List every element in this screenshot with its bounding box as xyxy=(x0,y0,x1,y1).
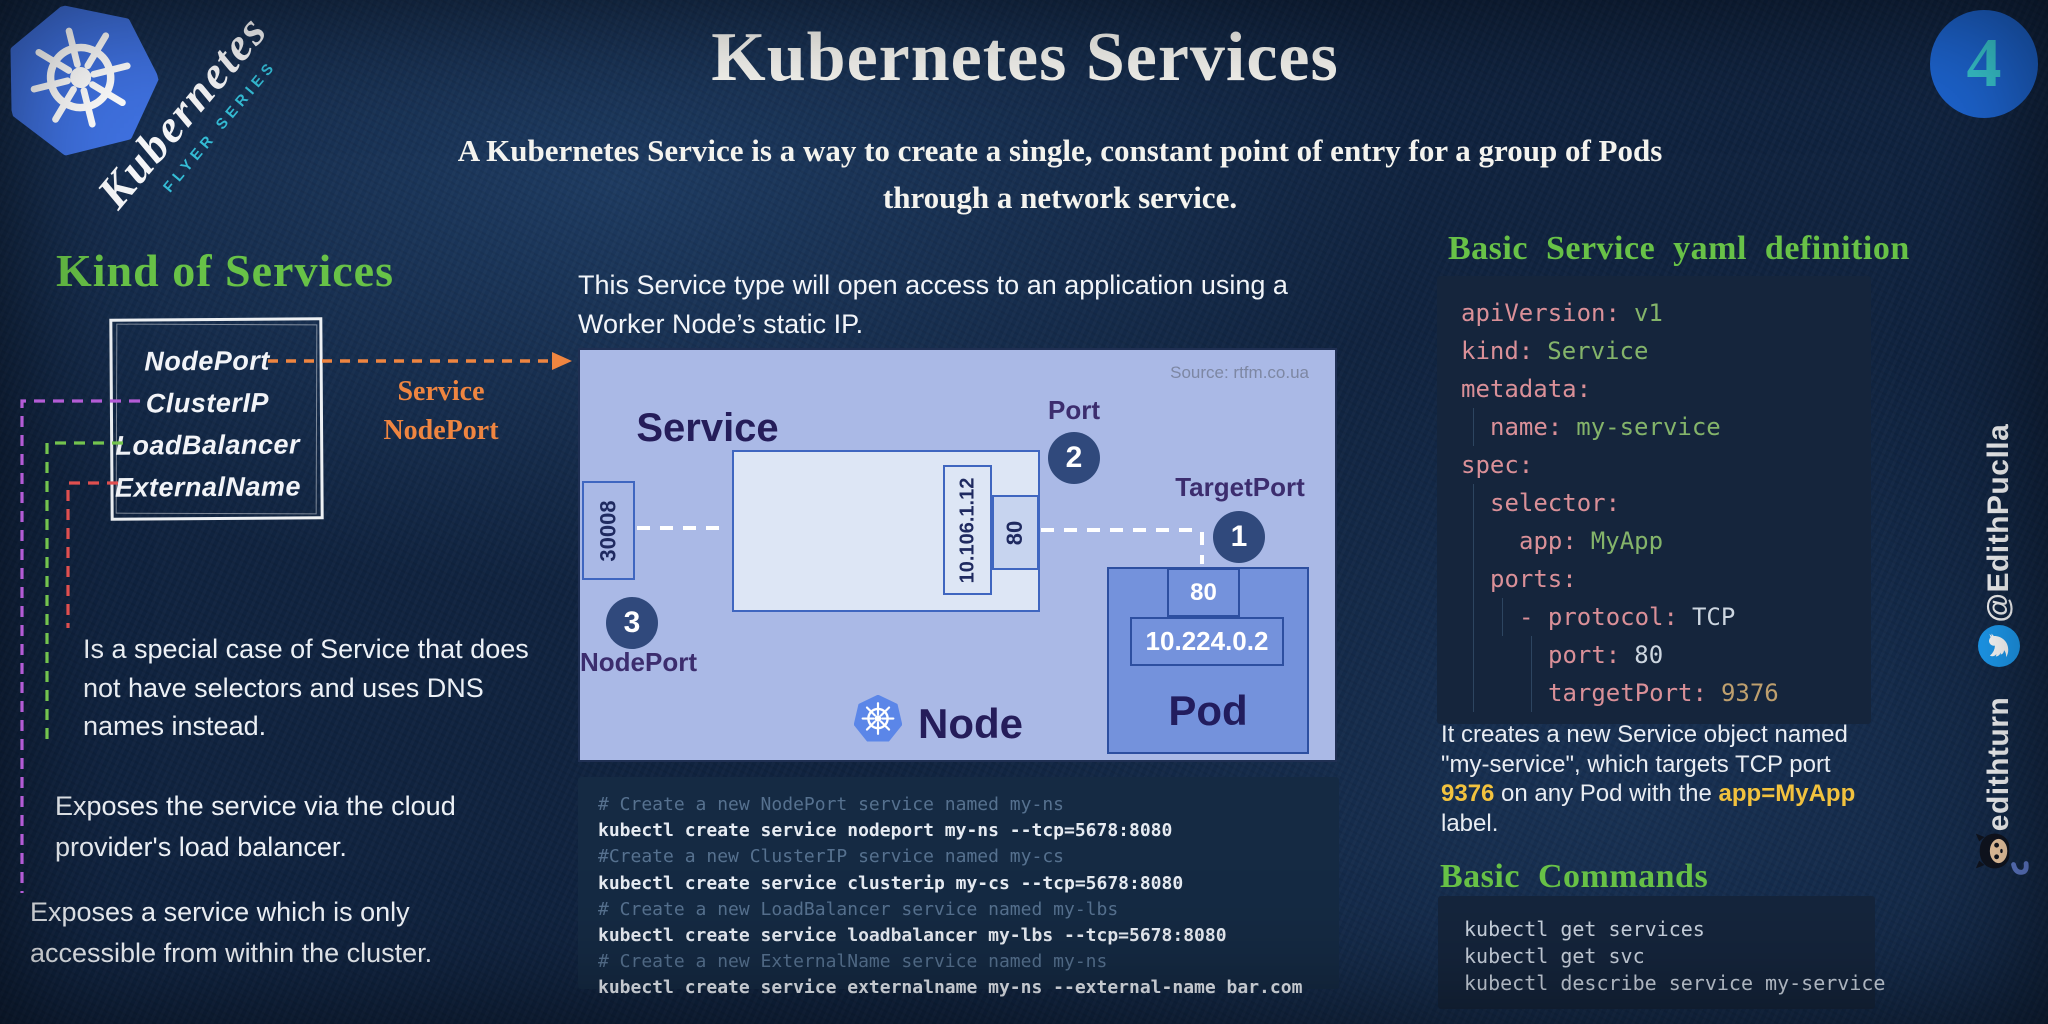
nodeport-marker-number: 3 xyxy=(623,606,641,639)
yaml-line: spec: xyxy=(1461,451,1534,479)
issue-number-badge: 4 xyxy=(1930,10,2038,118)
yaml-note-text: It creates a new Service object named "m… xyxy=(1441,720,1889,838)
service-port-box: 80 xyxy=(992,495,1039,570)
nodeport-marker-circle: 3 xyxy=(606,597,658,649)
yaml-line: metadata: xyxy=(1461,375,1592,403)
service-port-value: 80 xyxy=(1002,520,1028,545)
basic-commands-heading: Basic Commands xyxy=(1440,858,1709,895)
cluster-ip-box: 10.106.1.12 xyxy=(943,465,992,595)
pod-label: Pod xyxy=(1168,687,1248,734)
port-marker-number: 2 xyxy=(1065,441,1083,474)
externalname-description: Is a special case of Service that does n… xyxy=(83,634,529,741)
yaml-line: ports: xyxy=(1461,560,1871,598)
pod-port-value: 80 xyxy=(1190,578,1217,606)
cluster-ip-value: 10.106.1.12 xyxy=(956,477,978,583)
yaml-line: app:MyApp xyxy=(1461,522,1871,560)
terminal-line: kubectl create service clusterip my-cs -… xyxy=(598,872,1184,894)
terminal-line: kubectl create service externalname my-n… xyxy=(598,977,1303,999)
page-subtitle: A Kubernetes Service is a way to create … xyxy=(310,127,1810,221)
github-octocat-icon[interactable] xyxy=(1971,822,2029,880)
yaml-line: targetPort:9376 xyxy=(1461,674,1871,712)
kubectl-create-terminal: # Create a new NodePort service named my… xyxy=(578,777,1339,998)
note-segment: app=MyApp xyxy=(1718,780,1856,807)
terminal-line: # Create a new NodePort service named my… xyxy=(598,794,1064,815)
nodeport-port-box: 30008 xyxy=(582,481,635,580)
pod-ip-box: 10.224.0.2 xyxy=(1130,617,1284,666)
service-kind-item: LoadBalancer xyxy=(115,429,301,461)
port-marker-label: Port xyxy=(1048,395,1100,425)
nodeport-diagram: Source: rtfm.co.ua 30008 Service 10.106.… xyxy=(578,348,1337,762)
terminal-line: kubectl create service nodeport my-ns --… xyxy=(598,820,1173,842)
nodeport-port-value: 30008 xyxy=(595,499,621,562)
github-handle-text[interactable]: edithturn xyxy=(1982,696,2015,832)
nodeport-arrow-head xyxy=(552,352,572,370)
note-segment: It creates a new Service object named "m… xyxy=(1441,721,1848,778)
command-line: kubectl describe service my-service xyxy=(1464,971,1886,995)
yaml-definition-heading: Basic Service yaml definition xyxy=(1448,230,1910,267)
yaml-line: kind:Service xyxy=(1461,337,1649,365)
subtitle-line-2: through a network service. xyxy=(882,180,1238,215)
command-line: kubectl get services xyxy=(1464,917,1705,941)
terminal-line: # Create a new LoadBalancer service name… xyxy=(598,898,1119,920)
service-nodeport-arrow-label: Service NodePort xyxy=(378,372,504,450)
service-box-label: Service xyxy=(636,406,779,450)
pod-ip-value: 10.224.0.2 xyxy=(1145,626,1269,656)
nodeport-marker-label: NodePort xyxy=(580,647,697,677)
node-label: Node xyxy=(918,700,1023,747)
note-segment: on any Pod with the xyxy=(1494,780,1719,807)
basic-commands-panel: kubectl get services kubectl get svc kubec… xyxy=(1438,896,1886,1009)
port-marker-circle: 2 xyxy=(1048,432,1100,484)
diagram-source-credit: Source: rtfm.co.ua xyxy=(1170,363,1309,382)
note-segment: label. xyxy=(1441,809,1499,837)
twitter-handle-text[interactable]: @EdithPuclla xyxy=(1982,423,2015,623)
subtitle-line-1: A Kubernetes Service is a way to create … xyxy=(457,133,1663,168)
terminal-line: #Create a new ClusterIP service named my… xyxy=(598,846,1064,868)
yaml-line: - protocol:TCP xyxy=(1461,598,1871,636)
kind-of-services-heading: Kind of Services xyxy=(56,245,394,296)
terminal-line: # Create a new ExternalName service name… xyxy=(598,951,1108,973)
note-segment: 9376 xyxy=(1441,780,1495,807)
clusterip-description: Exposes a service which is only accessib… xyxy=(30,897,433,968)
kubernetes-logo-icon xyxy=(0,0,172,170)
service-kind-item: ClusterIP xyxy=(145,387,270,419)
twitter-icon[interactable] xyxy=(1978,625,2020,667)
targetport-marker-circle: 1 xyxy=(1213,511,1265,563)
targetport-marker-number: 1 xyxy=(1230,520,1248,553)
pod-box: 80 10.224.0.2 Pod xyxy=(1107,567,1309,754)
yaml-line: port:80 xyxy=(1461,636,1871,674)
pod-port-box: 80 xyxy=(1167,568,1240,617)
service-yaml-panel: apiVersion:v1 kind:Service metadata: name:m… xyxy=(1437,276,1871,724)
nodeport-intro-text: This Service type will open access to an… xyxy=(578,270,1288,339)
node-kubernetes-icon xyxy=(853,694,903,743)
command-line: kubectl get svc xyxy=(1464,944,1645,968)
service-kind-item: ExternalName xyxy=(114,471,302,503)
service-kind-item: NodePort xyxy=(144,345,270,377)
terminal-line: kubectl create service loadbalancer my-l… xyxy=(598,925,1227,947)
arrow-label-line-1: Service xyxy=(397,376,485,407)
targetport-marker-label: TargetPort xyxy=(1175,472,1305,502)
issue-number: 4 xyxy=(1966,25,2002,102)
loadbalancer-description: Exposes the service via the cloud provid… xyxy=(55,791,456,862)
arrow-label-line-2: NodePort xyxy=(383,415,499,446)
yaml-line: name:my-service xyxy=(1461,408,1871,446)
page-title: Kubernetes Services xyxy=(711,19,1339,96)
yaml-line: apiVersion:v1 xyxy=(1461,299,1663,327)
yaml-line: selector: xyxy=(1461,484,1871,522)
